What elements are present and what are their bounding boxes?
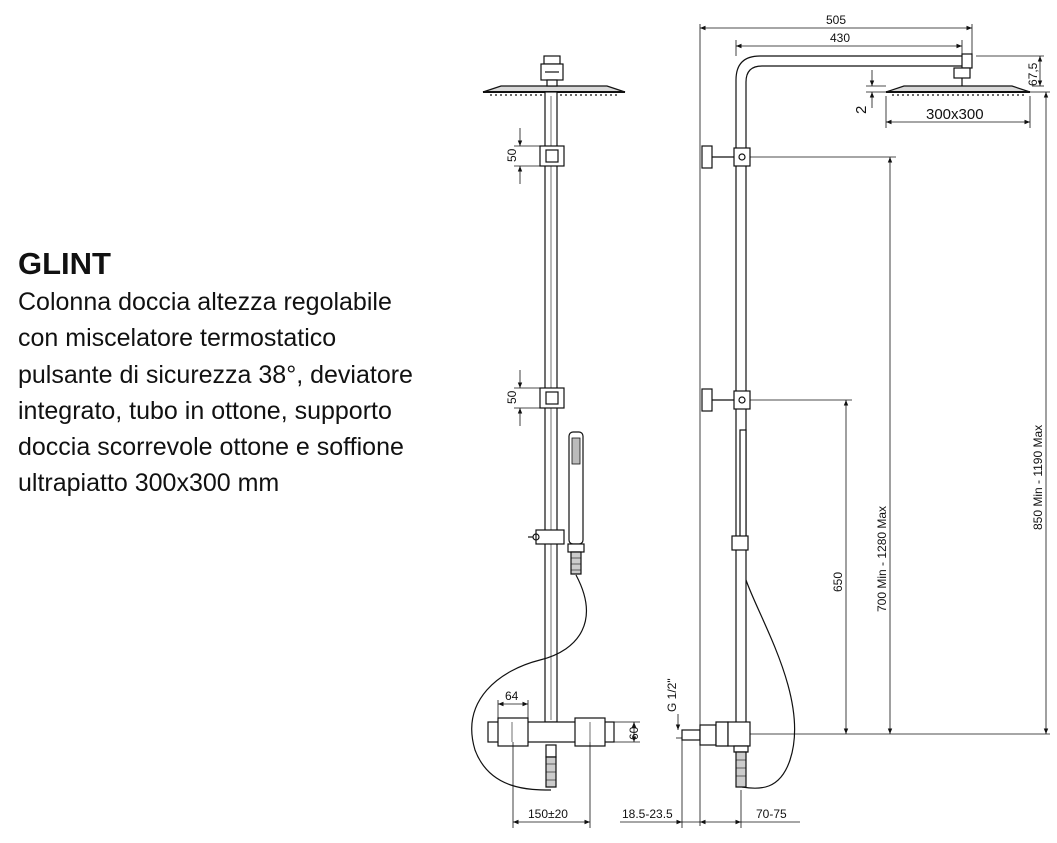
dim-mixer-height: 60 bbox=[627, 726, 641, 740]
description-line: integrato, tubo in ottone, supporto bbox=[18, 396, 392, 425]
description-line: doccia scorrevole ottone e soffione bbox=[18, 433, 404, 462]
wall-bracket-top bbox=[539, 145, 565, 167]
dim-bracket-mid: 50 bbox=[505, 390, 519, 404]
dim-knob-width: 64 bbox=[505, 689, 519, 703]
side-dimensions bbox=[620, 24, 1050, 828]
column-arm-side bbox=[735, 55, 968, 722]
dim-slider-height: 650 bbox=[831, 572, 845, 592]
product-description: Colonna doccia altezza regolabile con mi… bbox=[18, 284, 508, 502]
wall-bracket-mid bbox=[539, 387, 565, 409]
hose-side bbox=[741, 579, 796, 789]
dim-thread: G 1/2" bbox=[665, 678, 679, 712]
dim-head-size: 300x300 bbox=[926, 106, 984, 123]
slider-front bbox=[528, 529, 565, 545]
dim-bracket-top: 50 bbox=[505, 148, 519, 162]
shower-head-front bbox=[482, 55, 626, 96]
mixer-side bbox=[681, 721, 751, 788]
dim-arm-length: 430 bbox=[830, 31, 850, 45]
dim-head-thickness: 2 bbox=[853, 106, 870, 114]
hose-front bbox=[471, 574, 587, 791]
dim-inlet-projection: 70-75 bbox=[756, 807, 787, 821]
dim-total-width: 505 bbox=[826, 13, 846, 27]
description-line: con miscelatore termostatico bbox=[18, 324, 337, 353]
front-view bbox=[471, 55, 626, 791]
front-dimensions bbox=[497, 128, 640, 828]
product-title: GLINT bbox=[18, 246, 111, 281]
description-line: Colonna doccia altezza regolabile bbox=[18, 288, 392, 316]
mixer-front bbox=[487, 717, 615, 788]
dim-head-offset: 67,5 bbox=[1026, 62, 1040, 86]
dim-wall-offset: 18.5-23.5 bbox=[622, 807, 673, 821]
hand-shower-front bbox=[567, 431, 585, 575]
side-view bbox=[681, 24, 1031, 826]
wall-bracket-side-top bbox=[701, 145, 751, 169]
wall-bracket-side-mid bbox=[701, 388, 751, 412]
description-line: pulsante di sicurezza 38°, deviatore bbox=[18, 360, 413, 389]
dim-total-height: 850 Min - 1190 Max bbox=[1031, 425, 1045, 530]
description-line: ultrapiatto 300x300 mm bbox=[18, 469, 280, 498]
dim-column-height: 700 Min - 1280 Max bbox=[875, 506, 889, 612]
shower-head-side bbox=[885, 85, 1031, 96]
dim-inlet-spacing: 150±20 bbox=[528, 807, 568, 821]
